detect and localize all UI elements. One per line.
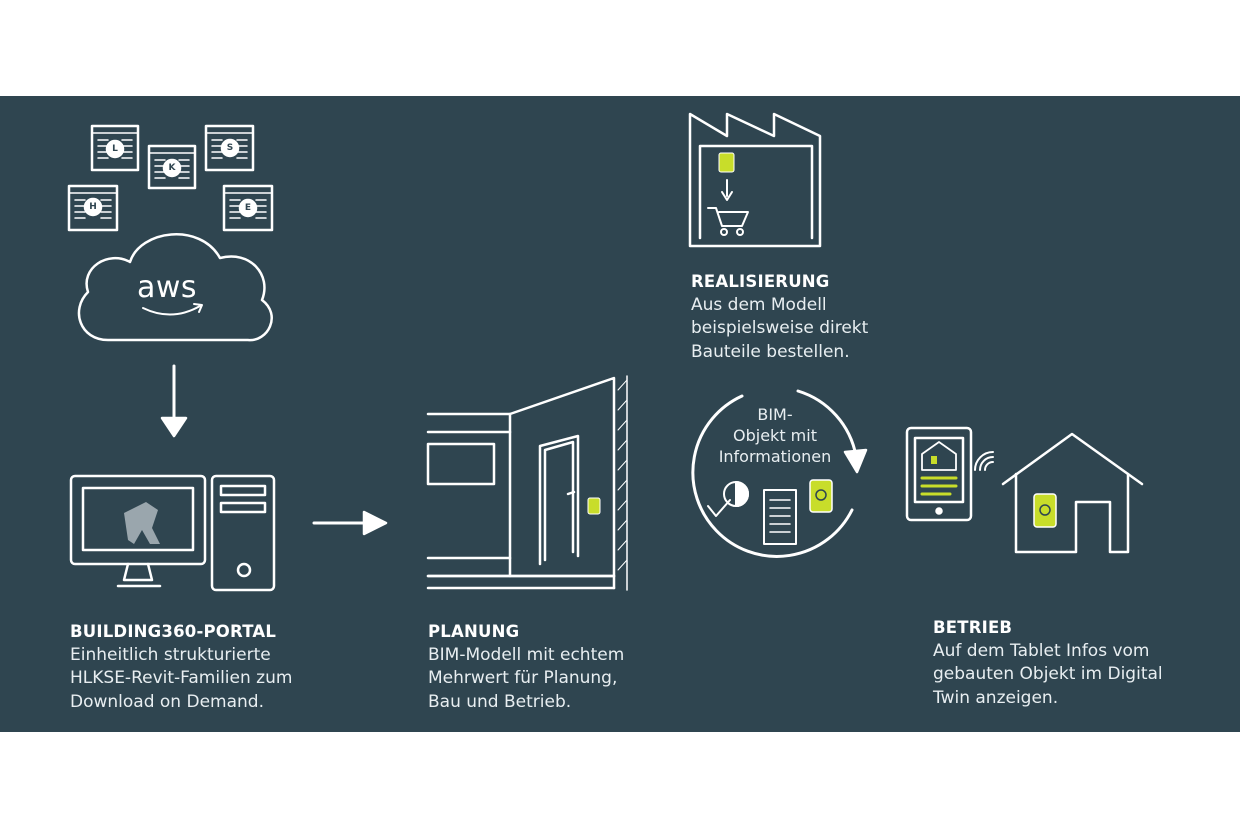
arrow-right-icon [312, 510, 388, 536]
portal-caption: BUILDING360-PORTAL Einheitlich strukturi… [70, 620, 330, 714]
betrieb-line: Twin anzeigen. [933, 687, 1059, 708]
bim-cycle-line: BIM- [757, 405, 793, 424]
house-icon [1001, 432, 1144, 554]
realisierung-title: REALISIERUNG [691, 272, 830, 291]
cart-icon [707, 207, 749, 236]
portal-line: Download on Demand. [70, 691, 264, 712]
tablet-icon [905, 426, 973, 522]
bim-cycle-line: Informationen [718, 447, 832, 466]
realisierung-line: Aus dem Modell [691, 294, 827, 315]
doc-letter: K [168, 163, 176, 173]
document-icon [67, 184, 119, 232]
betrieb-title: BETRIEB [933, 618, 1013, 637]
doc-letter: E [244, 203, 252, 213]
arrow-down-icon [721, 179, 733, 201]
arrow-down-icon [160, 364, 188, 438]
document-icon [763, 489, 797, 545]
revit-logo-icon [124, 502, 160, 544]
cloud-icon [77, 233, 273, 342]
bim-cycle-label: BIM- Objekt mit Informationen [700, 404, 850, 467]
device-icon [587, 497, 601, 515]
planung-caption: PLANUNG BIM-Modell mit echtem Mehrwert f… [428, 620, 668, 714]
device-icon [718, 152, 735, 173]
doc-letter: H [89, 202, 97, 212]
aws-logo-text: aws [137, 270, 198, 305]
document-icon [222, 184, 274, 232]
room-icon [426, 375, 628, 591]
cycle-arrow-icon [691, 394, 854, 558]
realisierung-line: beispielsweise direkt [691, 318, 869, 338]
planung-line: Bau und Betrieb. [428, 691, 572, 712]
diagram-panel [0, 96, 1240, 732]
device-icon [809, 479, 833, 513]
realisierung-line: Bauteile bestellen. [691, 341, 850, 362]
device-icon [1033, 493, 1057, 528]
computer-icon [69, 474, 276, 592]
doc-letter: L [112, 144, 118, 154]
document-icon [147, 144, 197, 190]
betrieb-line: Auf dem Tablet Infos vom [933, 640, 1150, 661]
planung-title: PLANUNG [428, 622, 520, 641]
betrieb-line: gebauten Objekt im Digital [933, 664, 1163, 684]
document-icon [90, 124, 140, 172]
document-icon [204, 124, 255, 172]
aws-smile-icon [142, 305, 201, 316]
betrieb-caption: BETRIEB Auf dem Tablet Infos vom gebaute… [933, 616, 1223, 710]
doc-letter: S [226, 143, 234, 153]
wifi-icon [974, 451, 994, 471]
portal-line: Einheitlich strukturierte [70, 644, 271, 665]
pie-icon [707, 481, 749, 517]
realisierung-caption: REALISIERUNG Aus dem Modell beispielswei… [691, 270, 931, 364]
planung-line: BIM-Modell mit echtem [428, 644, 625, 665]
planung-line: Mehrwert für Planung, [428, 668, 618, 688]
bim-cycle-line: Objekt mit [733, 426, 817, 445]
portal-line: HLKSE-Revit-Familien zum [70, 668, 293, 688]
factory-icon [688, 112, 822, 248]
portal-title: BUILDING360-PORTAL [70, 622, 277, 641]
